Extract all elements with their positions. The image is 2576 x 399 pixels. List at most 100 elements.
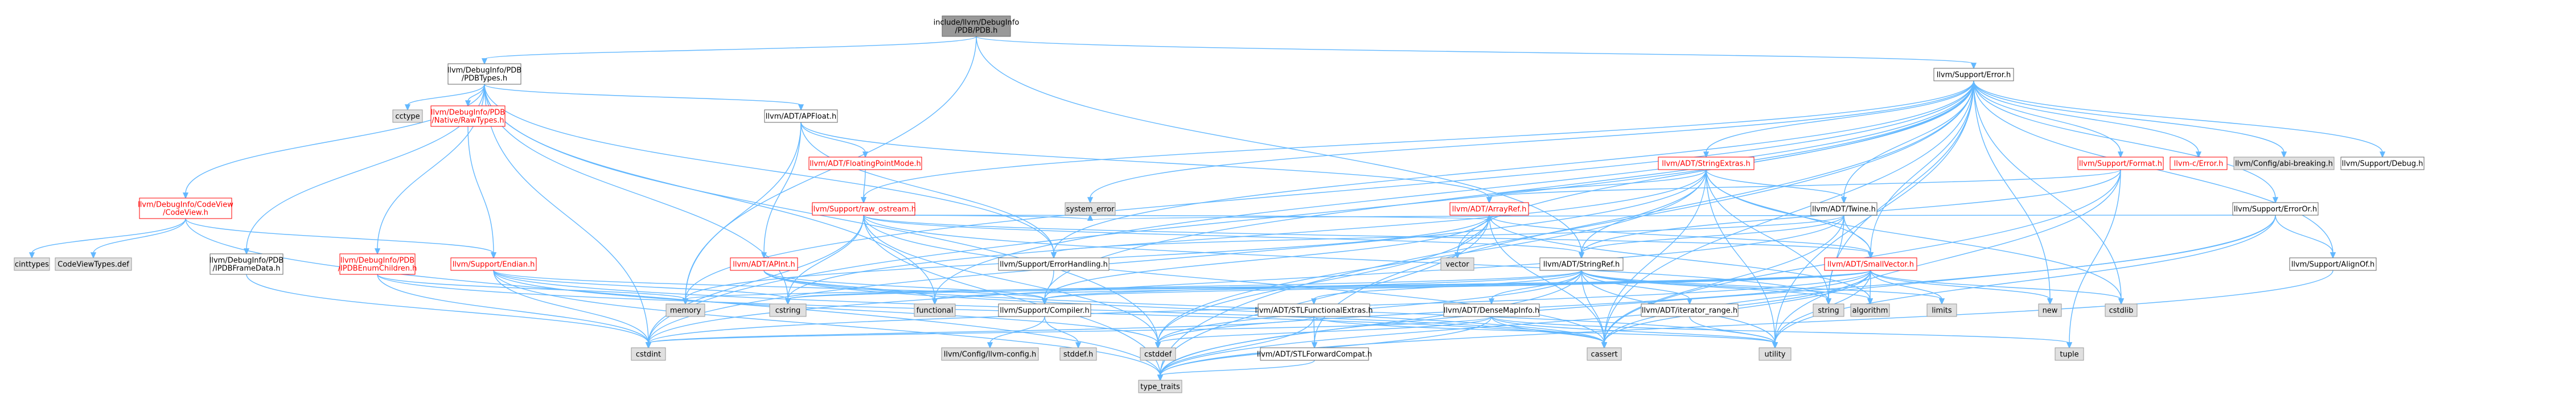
node-box xyxy=(1641,303,1739,317)
node-box xyxy=(1443,303,1540,317)
node-box xyxy=(430,105,506,127)
node-smallvector[interactable]: llvm/ADT/SmallVector.h xyxy=(1824,257,1917,271)
node-box xyxy=(914,303,956,317)
node-stringref[interactable]: llvm/ADT/StringRef.h xyxy=(1539,257,1624,271)
edge-twine-to-smallvector xyxy=(1843,215,1874,259)
node-compiler[interactable]: llvm/Support/Compiler.h xyxy=(998,303,1091,317)
node-rawostream[interactable]: llvm/Support/raw_ostream.h xyxy=(811,202,916,216)
edge-densemapinfo-to-cstddef xyxy=(1155,316,1492,349)
edge-codeview-to-cvtypesdef xyxy=(90,218,186,259)
node-floatingpointmode[interactable]: llvm/ADT/FloatingPointMode.h xyxy=(808,157,922,170)
edge-arrayref-to-vector xyxy=(1454,215,1490,259)
node-label: memory xyxy=(670,307,701,315)
node-label: new xyxy=(2043,307,2058,315)
edge-smallvector-to-memory xyxy=(682,270,1871,305)
node-box xyxy=(1850,303,1890,317)
node-label: cinttypes xyxy=(15,261,49,269)
node-label: CodeViewTypes.def xyxy=(57,261,129,269)
edge-erroror-to-alignof xyxy=(2275,215,2336,259)
edge-stringextras-to-twine xyxy=(1706,169,1847,204)
node-densemapinfo[interactable]: llvm/ADT/DenseMapInfo.h xyxy=(1443,303,1540,317)
node-label: /PDB/PDB.h xyxy=(955,27,998,35)
node-box xyxy=(1926,303,1957,317)
node-codeview[interactable]: llvm/DebugInfo/CodeView/CodeView.h xyxy=(138,198,233,219)
node-alignof[interactable]: llvm/Support/AlignOf.h xyxy=(2289,257,2377,271)
node-label: llvm/Support/ErrorOr.h xyxy=(2234,205,2317,214)
node-box xyxy=(209,253,284,275)
node-cstring: cstring xyxy=(769,303,807,317)
node-label: cstring xyxy=(775,307,800,315)
node-label: llvm/Support/Error.h xyxy=(1937,71,2011,80)
edge-smallvector-to-cstdlib xyxy=(1870,270,2125,305)
node-endian[interactable]: llvm/Support/Endian.h xyxy=(450,257,537,271)
node-box xyxy=(942,15,1011,37)
node-stlforwardcompat[interactable]: llvm/ADT/STLForwardCompat.h xyxy=(1257,347,1372,361)
node-pdbenum[interactable]: llvm/DebugInfo/PDB/IPDBEnumChildren.h xyxy=(338,253,417,275)
node-box xyxy=(2055,347,2084,361)
node-label: stddef.h xyxy=(1063,351,1093,359)
edge-error-to-cerror xyxy=(1973,80,2202,158)
node-format[interactable]: llvm/Support/Format.h xyxy=(2077,157,2164,170)
node-label: llvm/ADT/StringExtras.h xyxy=(1662,160,1750,168)
node-rawtypes[interactable]: llvm/DebugInfo/PDB/Native/RawTypes.h xyxy=(430,105,506,127)
node-label: utility xyxy=(1765,351,1786,359)
node-box xyxy=(1813,303,1844,317)
node-label: llvm/ADT/ArrayRef.h xyxy=(1452,205,1527,214)
edge-error-to-stringextras xyxy=(1703,80,1974,158)
node-label: cstdint xyxy=(636,351,661,359)
node-errorhandling[interactable]: llvm/Support/ErrorHandling.h xyxy=(998,257,1110,271)
node-arrayref[interactable]: llvm/ADT/ArrayRef.h xyxy=(1449,202,1529,216)
edge-error-to-rawostream xyxy=(860,80,1974,204)
node-label: llvm/ADT/DenseMapInfo.h xyxy=(1444,307,1539,315)
node-cstdint: cstdint xyxy=(631,347,666,361)
node-box xyxy=(1138,380,1182,393)
node-error[interactable]: llvm/Support/Error.h xyxy=(1933,68,2014,81)
node-box xyxy=(339,253,416,275)
edge-format-to-arrayref xyxy=(1486,169,2121,204)
edge-stringextras-to-arrayref xyxy=(1486,169,1707,204)
node-box xyxy=(2038,303,2062,317)
node-iteratorrange[interactable]: llvm/ADT/iterator_range.h xyxy=(1641,303,1739,317)
node-pdbtypes[interactable]: llvm/DebugInfo/PDB/PDBTypes.h xyxy=(447,63,521,85)
edge-pdbtypes-to-rawtypes xyxy=(465,84,485,107)
edge-pdbtypes-to-cstdint xyxy=(484,84,652,349)
node-box xyxy=(392,109,423,123)
node-box xyxy=(1759,347,1792,361)
node-label: llvm/Support/raw_ostream.h xyxy=(811,205,916,214)
node-label: llvm/ADT/StringRef.h xyxy=(1543,261,1620,269)
edge-root-to-error xyxy=(976,36,1977,69)
node-label: string xyxy=(1818,307,1839,315)
node-debug[interactable]: llvm/Support/Debug.h xyxy=(2340,157,2425,170)
node-box xyxy=(941,347,1039,361)
node-label: llvm/DebugInfo/CodeView xyxy=(138,201,233,209)
edge-twine-to-errorhandling xyxy=(1050,215,1844,259)
node-systemerror: system_error xyxy=(1065,202,1116,216)
node-label: llvm/ADT/APInt.h xyxy=(733,261,795,269)
node-apint[interactable]: llvm/ADT/APInt.h xyxy=(730,257,798,271)
node-pdbframedata[interactable]: llvm/DebugInfo/PDB/IPDBFrameData.h xyxy=(209,253,284,275)
edge-codeview-to-cinttypes xyxy=(28,218,186,259)
node-label: llvm/DebugInfo/PDB xyxy=(447,67,521,75)
node-box xyxy=(1065,202,1116,216)
node-box xyxy=(450,257,537,271)
node-box xyxy=(1449,202,1529,216)
node-cvtypesdef: CodeViewTypes.def xyxy=(55,257,132,271)
edge-smallvector-to-compiler xyxy=(1041,270,1871,305)
edge-error-to-format xyxy=(1973,80,2124,158)
node-root[interactable]: include/llvm/DebugInfo/PDB/PDB.h xyxy=(934,15,1020,37)
edge-pdbtypes-to-codeview xyxy=(182,84,485,199)
node-new: new xyxy=(2038,303,2062,317)
node-stringextras[interactable]: llvm/ADT/StringExtras.h xyxy=(1658,157,1755,170)
node-stlfunctionalextras[interactable]: llvm/ADT/STLFunctionalExtras.h xyxy=(1255,303,1373,317)
node-box xyxy=(1260,347,1369,361)
nodes-layer: include/llvm/DebugInfo/PDB/PDB.h llvm/Deb… xyxy=(14,15,2425,393)
node-label: cassert xyxy=(1591,351,1617,359)
node-twine[interactable]: llvm/ADT/Twine.h xyxy=(1810,202,1877,216)
edge-smallvector-to-new xyxy=(1870,270,2053,305)
node-erroror[interactable]: llvm/Support/ErrorOr.h xyxy=(2232,202,2319,216)
node-box xyxy=(769,303,807,317)
node-cerror[interactable]: llvm-c/Error.h xyxy=(2170,157,2228,170)
node-box xyxy=(2289,257,2377,271)
node-apfloat[interactable]: llvm/ADT/APFloat.h xyxy=(764,109,838,123)
